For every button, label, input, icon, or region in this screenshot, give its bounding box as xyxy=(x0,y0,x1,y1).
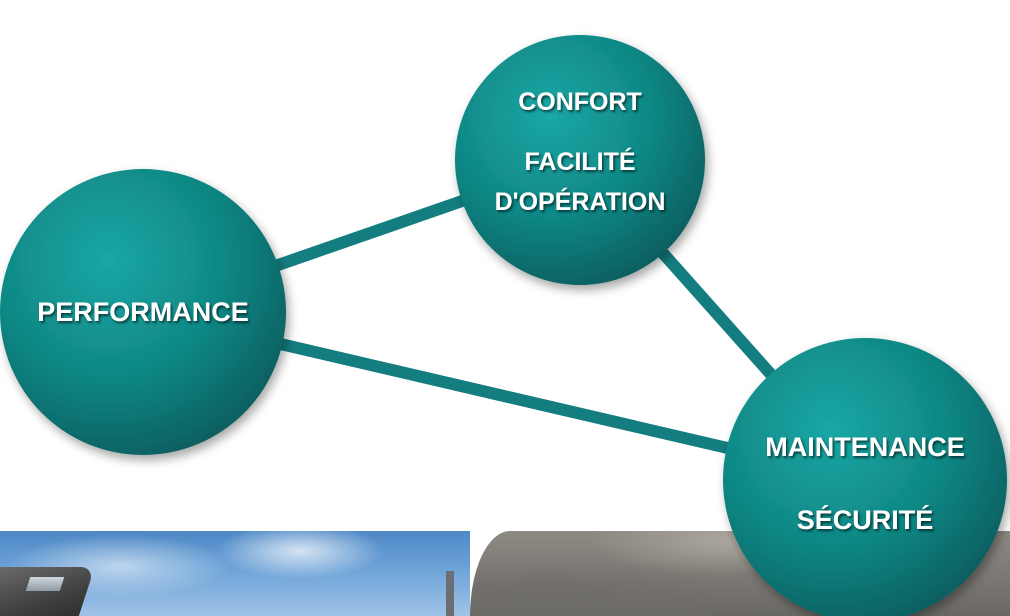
node-group: CONFORT FACILITÉ D'OPÉRATION PERFORMANCE MAI… xyxy=(0,35,1007,616)
machine-pole xyxy=(446,571,454,616)
node-label-performance-0: PERFORMANCE xyxy=(37,297,249,327)
node-circle-confort xyxy=(455,35,705,285)
node-label-confort-0: CONFORT xyxy=(518,88,642,116)
node-maintenance: MAINTENANCE SÉCURITÉ xyxy=(723,338,1007,616)
node-circle-performance xyxy=(0,169,286,455)
node-confort: CONFORT FACILITÉ D'OPÉRATION xyxy=(455,35,705,285)
node-circle-maintenance xyxy=(723,338,1007,616)
node-performance: PERFORMANCE xyxy=(0,169,286,455)
node-label-maintenance-0: MAINTENANCE xyxy=(765,432,965,462)
node-label-confort-2: D'OPÉRATION xyxy=(495,187,666,216)
sky-photo xyxy=(0,531,470,616)
node-label-maintenance-1: SÉCURITÉ xyxy=(797,504,934,535)
node-label-confort-1: FACILITÉ xyxy=(524,147,635,176)
